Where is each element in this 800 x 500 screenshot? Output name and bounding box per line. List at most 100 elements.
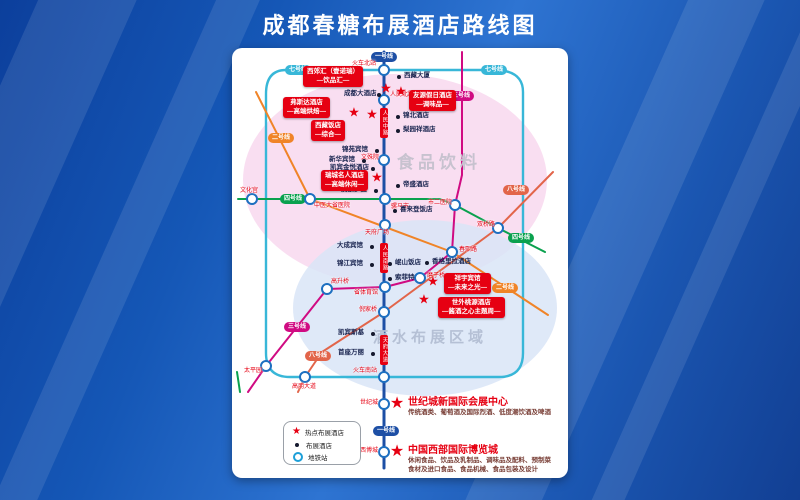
hotel-name: 友源假日酒店: [413, 92, 452, 99]
hotel-highlight-box: 西藏饭店—综合—: [311, 120, 345, 141]
line4-label-pill: 四号线: [507, 233, 535, 243]
line7-label-pill: 七号线: [284, 65, 312, 75]
line2-label-pill: 二号线: [267, 133, 295, 143]
road-ribbon: 人民南路: [380, 243, 388, 273]
metro-station: [378, 64, 390, 76]
hotel-label: 西藏大厦: [404, 72, 430, 79]
hotel-dot: [371, 332, 375, 336]
metro-station: [379, 281, 391, 293]
hotel-highlight-box: 弗斯达酒店—高端烘焙—: [283, 97, 330, 118]
station-label: 火车南站: [353, 368, 378, 374]
hotel-dot: [370, 245, 374, 249]
hotel-label: 锦苑宾馆: [342, 146, 368, 153]
station-label: 高朋大道: [292, 384, 317, 390]
hotel-name: 西藏饭店: [315, 122, 341, 129]
station-label: 西博城: [360, 448, 379, 454]
hotel-dot: [370, 263, 374, 267]
metro-station: [299, 371, 311, 383]
station-label: 市二医院: [428, 200, 453, 206]
metro-station: [446, 246, 458, 258]
hotel-dot: [396, 184, 400, 188]
station-label: 省体育馆: [354, 290, 379, 296]
hotspot-star-icon: ★: [348, 104, 360, 120]
hotel-dot: [425, 261, 429, 265]
hotel-dot: [371, 352, 375, 356]
hotel-name: 祥宇宾馆: [454, 275, 481, 282]
hotel-dot: [375, 149, 379, 153]
metro-station: [260, 360, 272, 372]
station-label: 天府广场: [365, 230, 390, 236]
station-label: 倪家桥: [359, 307, 378, 313]
hotel-category: —未来之光—: [448, 283, 487, 291]
hotel-category: —酱酒之心主题周—: [442, 307, 501, 315]
hotel-category: —调味品—: [416, 100, 449, 108]
hotel-highlight-box: 友源假日酒店—调味品—: [409, 90, 456, 111]
page-title: 成都春糖布展酒店路线图: [262, 13, 538, 38]
star-icon: ★: [292, 426, 301, 437]
metro-station: [378, 398, 390, 410]
hotspot-star-icon: ★: [380, 80, 392, 96]
dot-icon: [295, 443, 299, 447]
venue-description: 食材及进口食品、食品机械、食品包装及设计: [408, 466, 538, 473]
line1-label-pill: 一号线: [370, 52, 398, 62]
hotel-dot: [396, 129, 400, 133]
hotel-label: 大成宾馆: [337, 242, 363, 249]
hotel-label: 锦北酒店: [403, 112, 429, 119]
station-label: 中医大省医院: [314, 203, 351, 209]
metro-station: [379, 219, 391, 231]
venue-star-icon: ★: [389, 395, 405, 412]
station-label: 人民北路: [390, 92, 415, 98]
legend-label: 热点布展酒店: [304, 430, 344, 437]
hotel-highlight-box: 西郊汇（壹诺瑞）—饮品汇—: [303, 66, 363, 87]
legend-item-ring: 地铁站: [292, 452, 328, 462]
hotel-dot: [377, 93, 381, 97]
station-label: 双桥路: [477, 222, 496, 228]
metro-station: [379, 193, 391, 205]
metro-station: [378, 446, 390, 458]
road-ribbon: 天府大道: [380, 335, 388, 365]
hotel-name: 弗斯达酒店: [290, 99, 323, 106]
legend: ★热点布展酒店布展酒店地铁站: [283, 421, 361, 465]
line2-label-pill: 二号线: [491, 283, 519, 293]
hotel-label: 索菲特: [395, 274, 415, 281]
hotspot-star-icon: ★: [366, 106, 378, 122]
hotel-label: 凯宾斯基: [338, 329, 364, 336]
line4-label-pill: 四号线: [279, 194, 307, 204]
line3-label-pill: 三号线: [447, 91, 475, 101]
venue-star-icon: ★: [389, 443, 405, 460]
metro-station: [378, 154, 390, 166]
station-label: 太平园: [244, 368, 263, 374]
venue-description: 传统酒类、葡萄酒及国际烈酒、低度潮饮酒及啤酒: [408, 409, 551, 416]
hotspot-star-icon: ★: [371, 169, 383, 185]
station-label: 骡马市: [391, 204, 410, 210]
hotel-dot: [393, 209, 397, 213]
hotel-label: 帝盛酒店: [403, 181, 429, 188]
food-zone-label: 食品饮料: [397, 153, 481, 172]
hotspot-star-icon: ★: [427, 273, 439, 289]
hotel-name: 世外桃源酒店: [451, 299, 491, 306]
legend-item-dot: 布展酒店: [292, 440, 332, 450]
hotel-dot: [397, 75, 401, 79]
hotel-label: 锦江宾馆: [337, 260, 363, 267]
metro-station-icon: [293, 452, 303, 462]
metro-station: [378, 371, 390, 383]
hotel-label: 喜来登饭店: [400, 206, 433, 213]
hotel-dot: [388, 262, 392, 266]
liquor-zone-label: 酒水布展区域: [373, 329, 488, 346]
line1-label-pill: 一号线: [372, 426, 400, 436]
hotel-label: 梨园祥酒店: [403, 126, 436, 133]
venue-description: 休闲食品、饮品及乳制品、调味品及配料、预制菜: [408, 457, 551, 464]
hotel-label: 岷山饭店: [395, 259, 421, 266]
line-stub: [236, 371, 241, 393]
venue-title: 世纪城新国际会展中心: [408, 397, 508, 408]
station-label: 火车北站: [352, 61, 377, 67]
road-ribbon: 人民中路: [380, 108, 388, 138]
hotel-highlight-box: 世外桃源酒店—酱酒之心主题周—: [438, 297, 505, 318]
metro-station: [378, 306, 390, 318]
hotel-label: 新华宾馆: [329, 156, 355, 163]
metro-station: [246, 193, 258, 205]
metro-station: [321, 283, 333, 295]
line7: [264, 68, 525, 379]
